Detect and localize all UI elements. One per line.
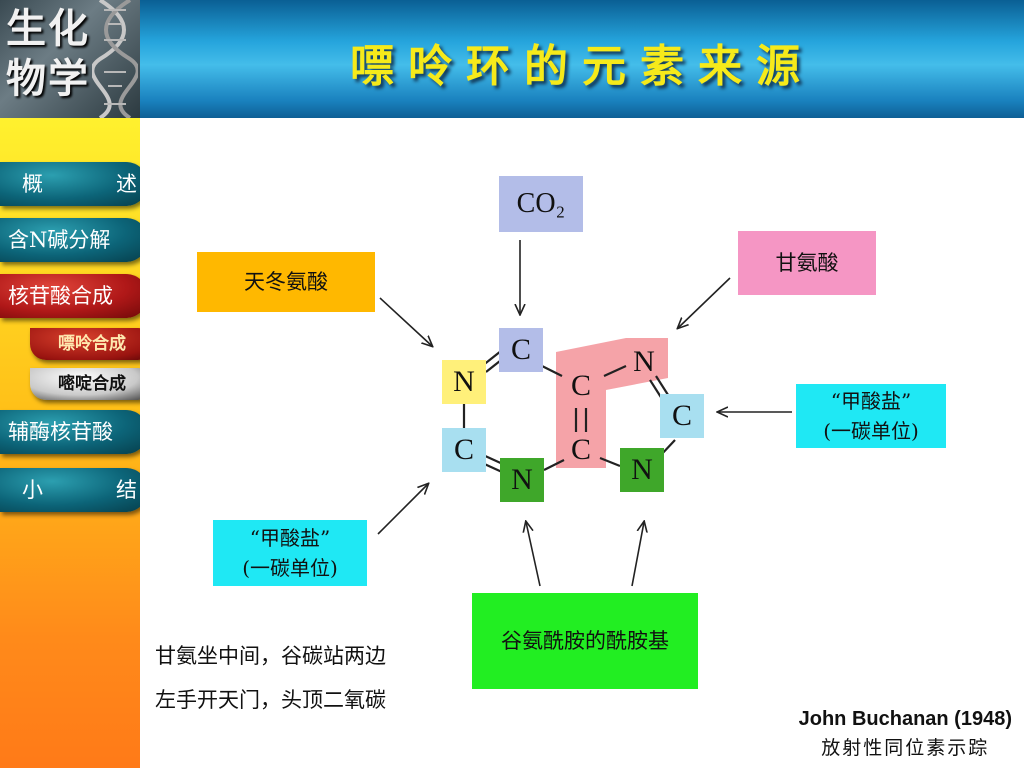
citation-note: 放射性同位素示踪 <box>821 737 990 759</box>
citation-author: John Buchanan (1948) <box>798 708 1012 730</box>
formate-right-label: “甲酸盐” (一碳单位) <box>823 389 919 443</box>
sidebar-item-coenzyme-nucleotides[interactable]: 辅酶核苷酸 <box>0 410 148 454</box>
arrow-glutamine-left <box>526 522 541 587</box>
glutamine-source-box: 谷氨酰胺的酰胺基 <box>472 593 698 689</box>
sidebar-item-base-degradation[interactable]: 含N碱分解 <box>0 218 148 262</box>
atom-c2: C <box>442 428 486 472</box>
atom-n9: N <box>620 448 664 492</box>
mnemonic-line-1: 甘氨坐中间，谷碳站两边 <box>155 644 386 668</box>
aspartate-source-box: 天冬氨酸 <box>197 252 375 312</box>
atom-c5: C <box>570 369 591 402</box>
sidebar-item-overview[interactable]: 概 述 <box>0 162 148 206</box>
atom-c8: C <box>660 394 704 438</box>
page-title: 嘌呤环的元素来源 <box>350 41 814 92</box>
glutamine-label: 谷氨酰胺的酰胺基 <box>501 629 669 653</box>
formate-left-source-box: “甲酸盐” (一碳单位) <box>213 520 367 586</box>
co2-label: CO₂ <box>516 188 566 219</box>
arrow-glutamine-right <box>631 522 644 587</box>
mnemonic-line-2: 左手开天门，头顶二氧碳 <box>155 688 386 712</box>
arrow-aspartate <box>379 297 432 346</box>
aspartate-label: 天冬氨酸 <box>244 270 328 294</box>
glycine-label: 甘氨酸 <box>775 251 839 275</box>
sidebar-subitem-purine-synthesis[interactable]: 嘌呤合成 <box>30 328 154 360</box>
logo: 生化物学 <box>0 0 140 118</box>
glycine-source-box: 甘氨酸 <box>738 231 876 295</box>
sidebar-subitem-pyrimidine-synthesis[interactable]: 嘧啶合成 <box>30 368 154 400</box>
formate-left-label: “甲酸盐” (一碳单位) <box>242 526 338 580</box>
sidebar: 概 述 含N碱分解 核苷酸合成 嘌呤合成 嘧啶合成 辅酶核苷酸 小 结 <box>0 118 154 768</box>
formate-right-source-box: “甲酸盐” (一碳单位) <box>796 384 946 448</box>
dna-helix-icon <box>92 0 138 118</box>
atom-n1: N <box>442 360 486 404</box>
atom-n3: N <box>500 458 544 502</box>
sidebar-item-nucleotide-synthesis[interactable]: 核苷酸合成 <box>0 274 148 318</box>
logo-text: 生化物学 <box>6 5 90 102</box>
glycine-region-highlight <box>556 338 668 468</box>
arrow-formate-left <box>377 484 428 535</box>
co2-source-box: CO₂ <box>499 176 583 232</box>
sidebar-item-summary[interactable]: 小 结 <box>0 468 148 512</box>
header-banner: 嘌呤环的元素来源 <box>140 0 1024 118</box>
citation: John Buchanan (1948) 放射性同位素示踪 <box>799 708 1012 760</box>
mnemonic-text: 甘氨坐中间，谷碳站两边 左手开天门，头顶二氧碳 <box>155 634 475 722</box>
atom-c4: C <box>570 433 591 466</box>
atom-n7: N <box>633 345 655 378</box>
arrow-glycine <box>678 277 731 328</box>
atom-c6: C <box>499 328 543 372</box>
